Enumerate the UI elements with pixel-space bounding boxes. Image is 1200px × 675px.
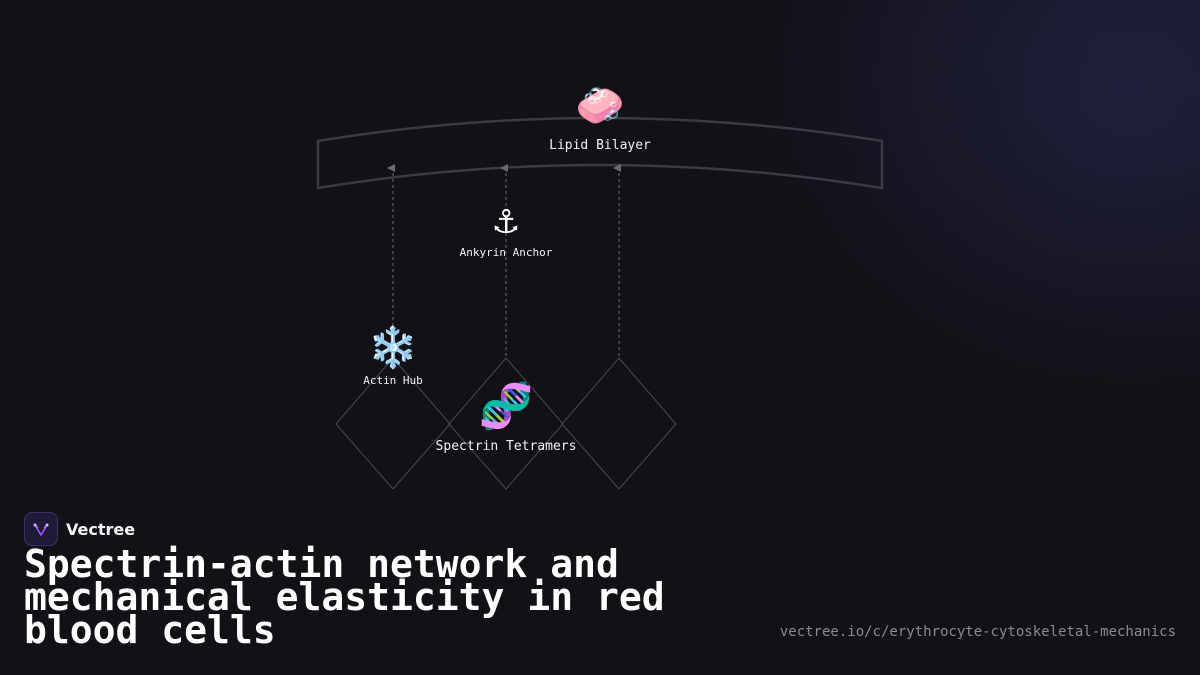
node-lipid-bilayer: 🧼 Lipid Bilayer (549, 86, 651, 153)
node-spectrin-tetramers: 🧬 Spectrin Tetramers (435, 381, 577, 455)
spectrin-diamond-left (335, 357, 451, 490)
node-actin-hub: ❄️ Actin Hub (363, 328, 423, 387)
node-ankyrin-anchor: ⚓ Ankyrin Anchor (460, 200, 553, 259)
brand-name: Vectree (66, 519, 136, 539)
page-title: Spectrin-actin network and mechanical el… (24, 542, 665, 652)
actin-hub-label: Actin Hub (363, 374, 423, 387)
soap-icon: 🧼 (575, 83, 625, 129)
source-url[interactable]: vectree.io/c/erythrocyte-cytoskeletal-me… (779, 624, 1176, 640)
vectree-logo-icon (24, 512, 58, 546)
dna-icon: 🧬 (478, 381, 534, 432)
spectrin-tetramers-label: Spectrin Tetramers (435, 439, 577, 454)
lipid-bilayer-band (316, 116, 884, 190)
lipid-bilayer-label: Lipid Bilayer (549, 138, 651, 153)
ankyrin-anchor-label: Ankyrin Anchor (459, 246, 553, 259)
snowflake-icon: ❄️ (368, 325, 418, 371)
anchor-icon: ⚓ (493, 197, 519, 243)
spectrin-diamond-center (448, 357, 564, 490)
brand: Vectree (24, 512, 135, 546)
spectrin-diamond-right (561, 357, 677, 490)
